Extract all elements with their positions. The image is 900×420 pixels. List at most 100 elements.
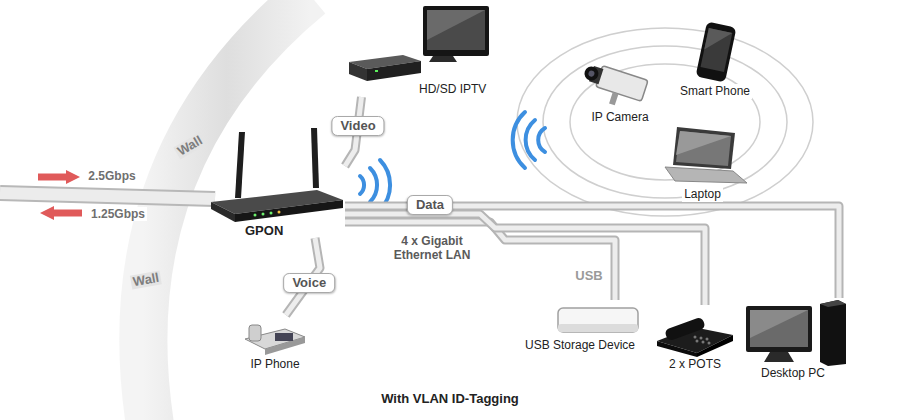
art-shape [360,176,364,194]
art-shape [517,28,813,216]
connector [345,222,615,300]
edge-label: USB [573,269,604,283]
device-node: GPON [205,128,345,238]
art-shape [427,10,485,50]
art-shape [211,202,235,222]
fiber-band [0,193,215,199]
art-shape [249,325,261,341]
art-shape [657,341,697,357]
connector [345,214,705,305]
art-shape [676,131,731,166]
data-tag: Data [407,195,453,215]
art-shape [311,128,319,188]
device-label: Laptop [682,187,723,202]
device-label: USB Storage Device [523,338,637,353]
caption: With VLAN ID-Tagging [379,391,521,406]
upstream-arrow-head [66,170,80,184]
art-shape [423,6,489,56]
art-shape [578,62,648,110]
art-shape [349,62,367,81]
connector [345,206,839,298]
art-shape [370,168,377,202]
device-label: Desktop PC [759,366,827,381]
art-shape [701,28,733,72]
device-node: USB Storage Device [510,300,650,353]
art-shape [235,132,245,198]
device-label: GPON [243,223,285,238]
cam-icon [575,62,665,110]
phone-icon [670,22,760,84]
art-shape [558,324,638,332]
connector-fill [345,206,839,298]
art-shape [570,64,760,180]
art-shape [583,65,601,83]
device-node: IP Phone [235,315,315,372]
wall-label: Wall [130,270,162,289]
art-shape [702,341,705,344]
art-shape [746,306,812,352]
device-node: Laptop [655,125,750,202]
device-label: IP Camera [589,110,650,125]
art-shape [235,200,343,222]
art-shape [697,335,733,357]
client-wifi-waves [513,112,545,168]
art-shape [694,336,697,339]
art-shape [694,336,711,345]
device-label: 2 x POTS [667,357,723,372]
upstream-arrow [38,174,68,181]
art-shape [676,131,731,155]
device-node: HD/SD IPTV [345,4,495,97]
pots-icon [645,305,745,357]
art-shape [764,352,794,362]
art-shape [664,317,706,342]
art-shape [262,213,265,216]
rate-label: 1.25Gbps [89,207,147,221]
device-label: Smart Phone [678,84,752,99]
port-note: 4 x Gigabit Ethernet LAN [382,234,482,262]
art-shape [375,70,378,72]
art-shape [588,70,596,78]
wall-label: Wall [173,132,206,159]
art-shape [558,308,638,332]
art-shape [750,310,808,338]
art-shape [704,28,732,55]
art-shape [706,338,709,341]
router-icon [205,128,345,223]
art-shape [270,212,273,215]
usb-icon [510,300,650,338]
art-shape [673,127,735,169]
art-shape [609,92,618,105]
art-shape [708,342,711,345]
art-shape [750,310,808,347]
device-node: Desktop PC [738,298,848,381]
art-shape [696,22,737,83]
edge-label: Video [331,116,384,136]
art-shape [254,214,257,217]
device-label: HD/SD IPTV [417,82,488,97]
art-shape [696,340,699,343]
connector-outline [345,214,705,305]
art-shape [820,300,846,307]
device-node: Smart Phone [670,22,760,99]
edge-label: Voice [283,273,335,293]
art-shape [543,46,787,198]
laptop-icon [655,125,750,187]
downstream-arrow-head [40,206,54,220]
pc-icon [738,298,848,366]
connector-fill [345,214,705,305]
art-shape [367,61,421,81]
wireless-range-rings [517,28,813,216]
art-shape [696,22,737,83]
art-shape [429,56,457,62]
connector-fill [345,222,615,300]
art-shape [278,211,281,214]
rate-label: 2.5Gbps [86,169,137,183]
fiber-band-inner [0,193,215,199]
art-shape [526,120,535,160]
connector-outline [345,206,839,298]
ipphone-icon [235,315,315,357]
art-shape [275,333,293,341]
art-shape [700,337,703,340]
